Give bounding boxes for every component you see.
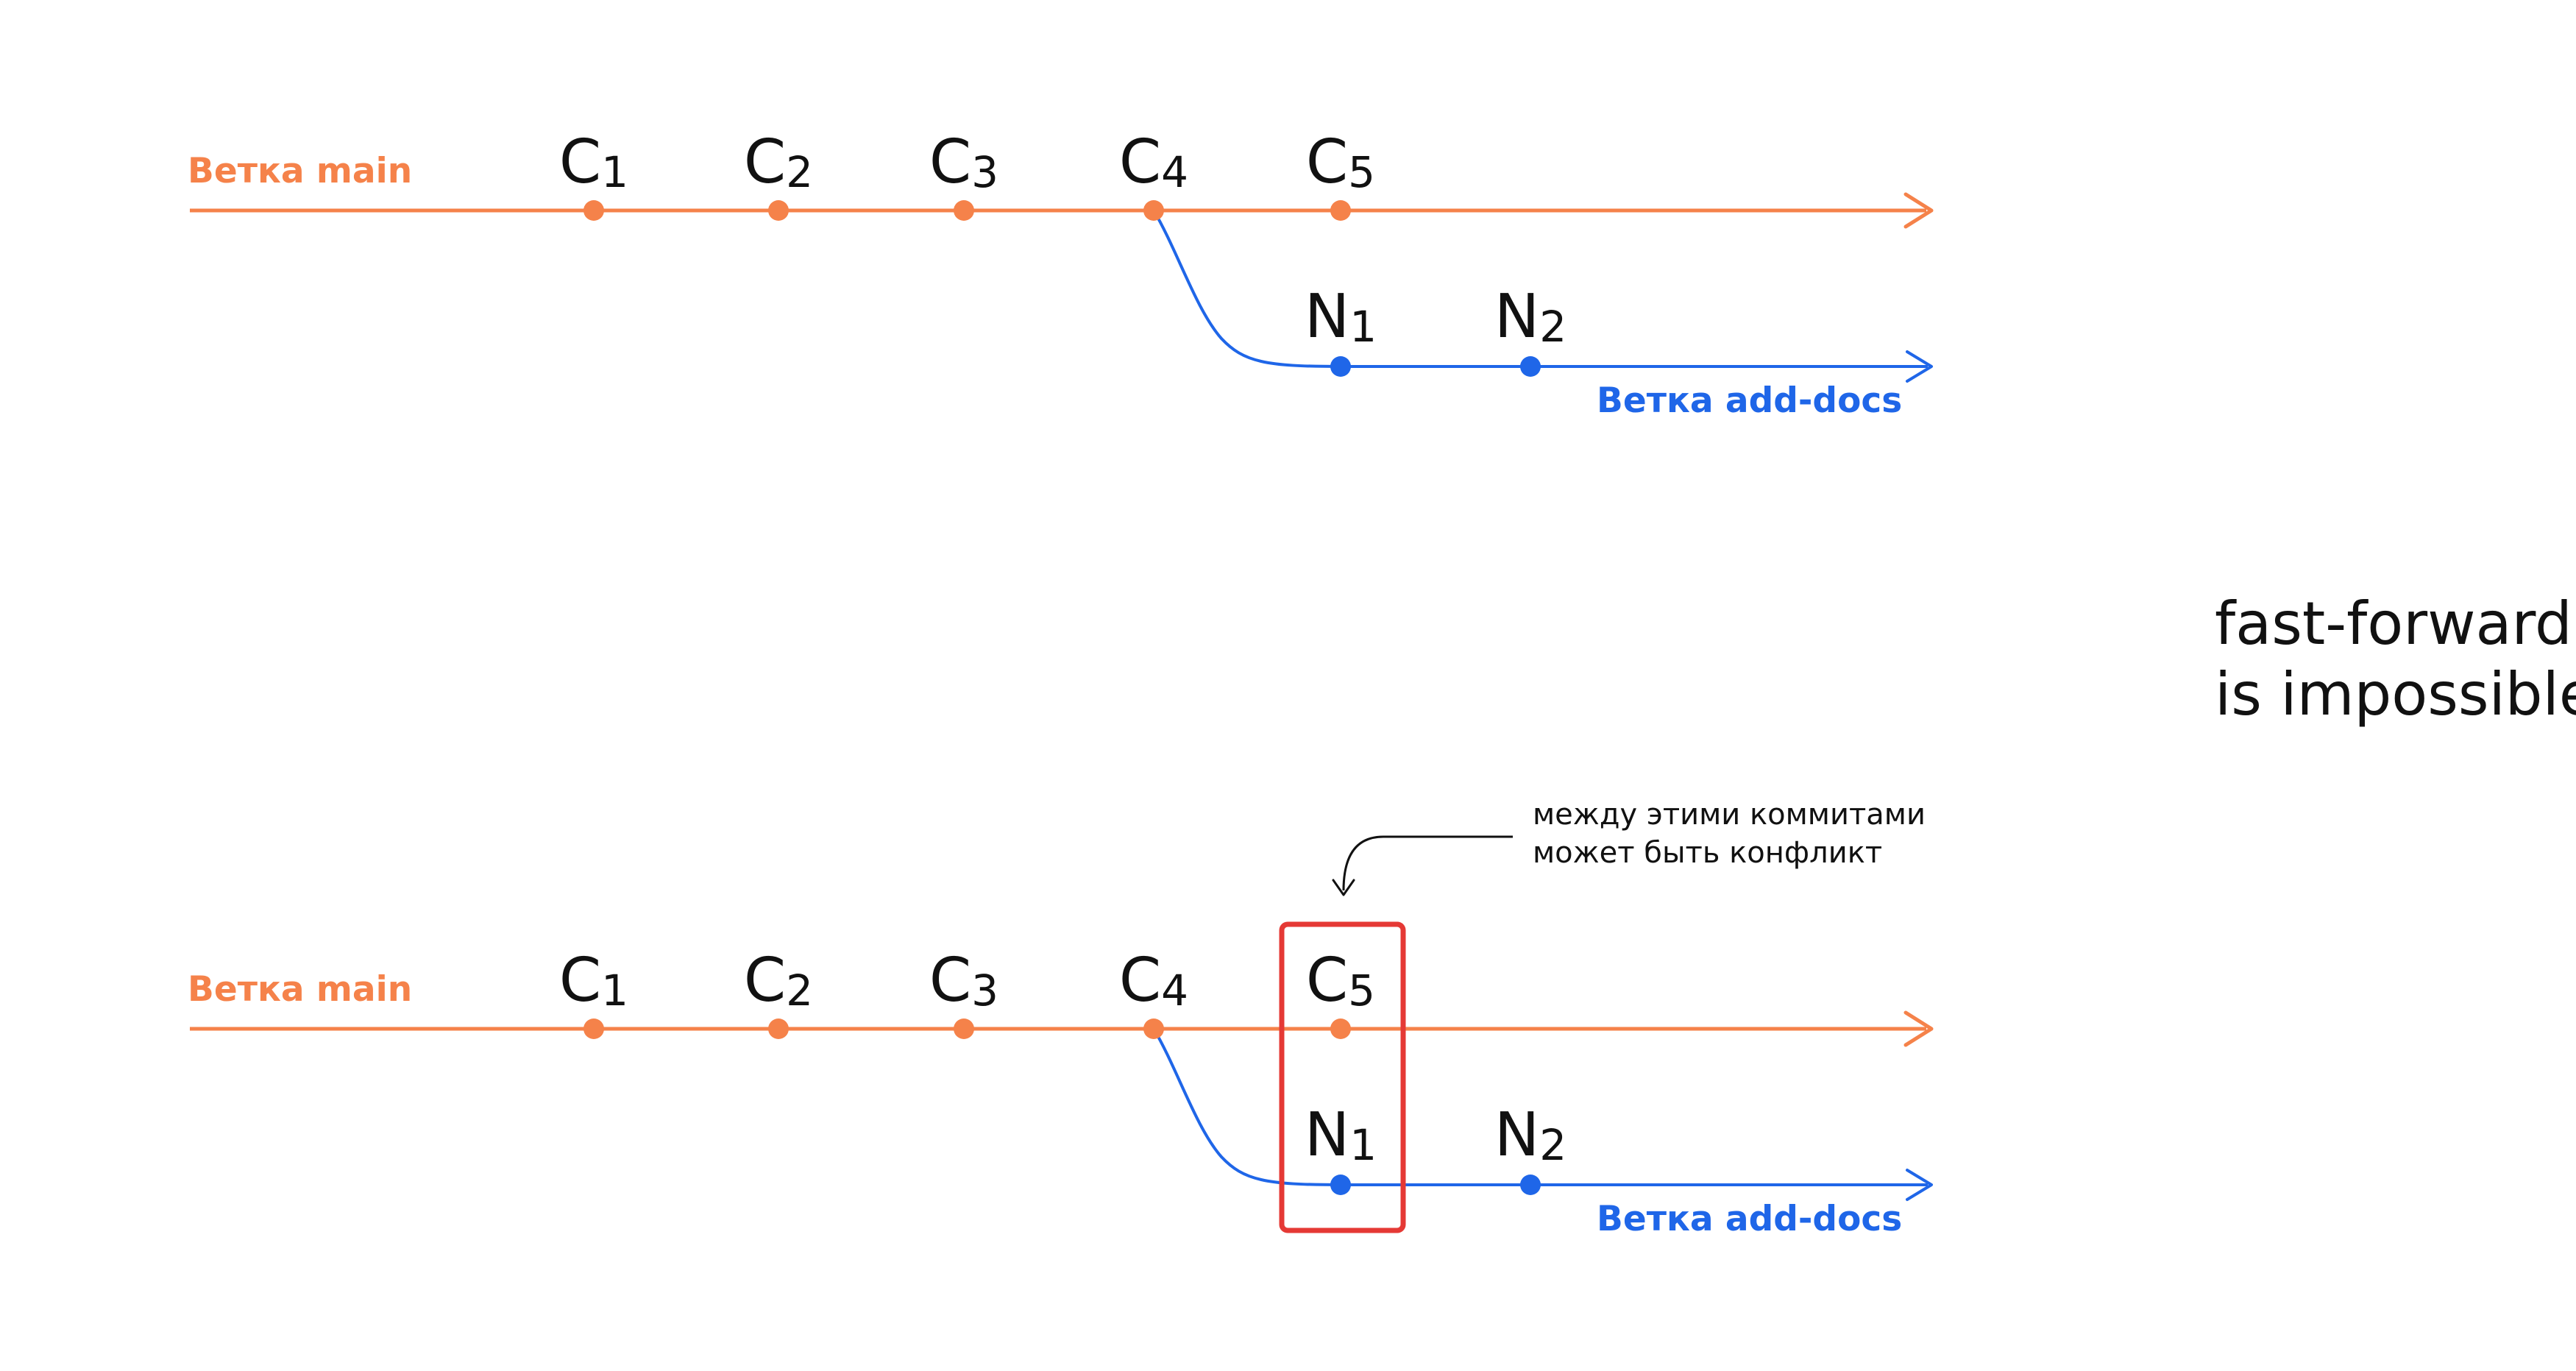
commit-dot bbox=[954, 200, 974, 221]
feature-branch-arrowhead bbox=[1906, 1169, 1933, 1201]
feature-branch-curve bbox=[1152, 209, 1341, 368]
commit-dot bbox=[768, 1018, 789, 1039]
commit-dot bbox=[1330, 200, 1351, 221]
commit-dot bbox=[1520, 1175, 1541, 1195]
commit-dot bbox=[1330, 356, 1351, 377]
commit-label: N2 bbox=[1494, 1100, 1566, 1170]
commit-label: C1 bbox=[559, 127, 628, 197]
commit-dot bbox=[954, 1018, 974, 1039]
commit-label: C3 bbox=[929, 127, 998, 197]
main-branch-arrowhead bbox=[1903, 1010, 1934, 1047]
commit-dot bbox=[1520, 356, 1541, 377]
annotation-arrow bbox=[1342, 835, 1513, 891]
commit-label: C5 bbox=[1306, 946, 1375, 1016]
main-branch-label: Ветка main bbox=[188, 151, 412, 191]
conflict-highlight-box bbox=[1279, 921, 1406, 1233]
commit-dot bbox=[1330, 1018, 1351, 1039]
feature-branch-label: Ветка add-docs bbox=[1597, 1199, 1902, 1239]
commit-label: C4 bbox=[1119, 127, 1188, 197]
feature-branch-arrowhead bbox=[1906, 350, 1933, 383]
commit-dot bbox=[583, 200, 604, 221]
main-branch-label: Ветка main bbox=[188, 969, 412, 1010]
commit-dot bbox=[583, 1018, 604, 1039]
commit-label: N1 bbox=[1305, 282, 1377, 352]
commit-dot bbox=[1330, 1175, 1351, 1195]
commit-label: C2 bbox=[744, 946, 813, 1016]
commit-label: C5 bbox=[1306, 127, 1375, 197]
commit-dot bbox=[768, 200, 789, 221]
annotation-arrowhead bbox=[1332, 879, 1355, 896]
side-caption: fast-forward is impossible bbox=[2215, 589, 2576, 729]
commit-dot bbox=[1143, 200, 1164, 221]
commit-label: N2 bbox=[1494, 282, 1566, 352]
panel-after: Ветка main Ветка add-docs C1 C2 C3 C4 C5… bbox=[188, 798, 1935, 1239]
main-branch-arrowhead bbox=[1903, 192, 1934, 229]
annotation-text: между этими коммитами может быть конфлик… bbox=[1533, 798, 1935, 870]
commit-dot bbox=[1143, 1018, 1164, 1039]
feature-branch-label: Ветка add-docs bbox=[1597, 380, 1902, 421]
commit-label: C4 bbox=[1119, 946, 1188, 1016]
commit-label: C3 bbox=[929, 946, 998, 1016]
panel-before: Ветка main Ветка add-docs C1 C2 C3 C4 C5… bbox=[188, 127, 1934, 421]
commit-label: C1 bbox=[559, 946, 628, 1016]
commit-label: N1 bbox=[1305, 1100, 1377, 1170]
commit-label: C2 bbox=[744, 127, 813, 197]
